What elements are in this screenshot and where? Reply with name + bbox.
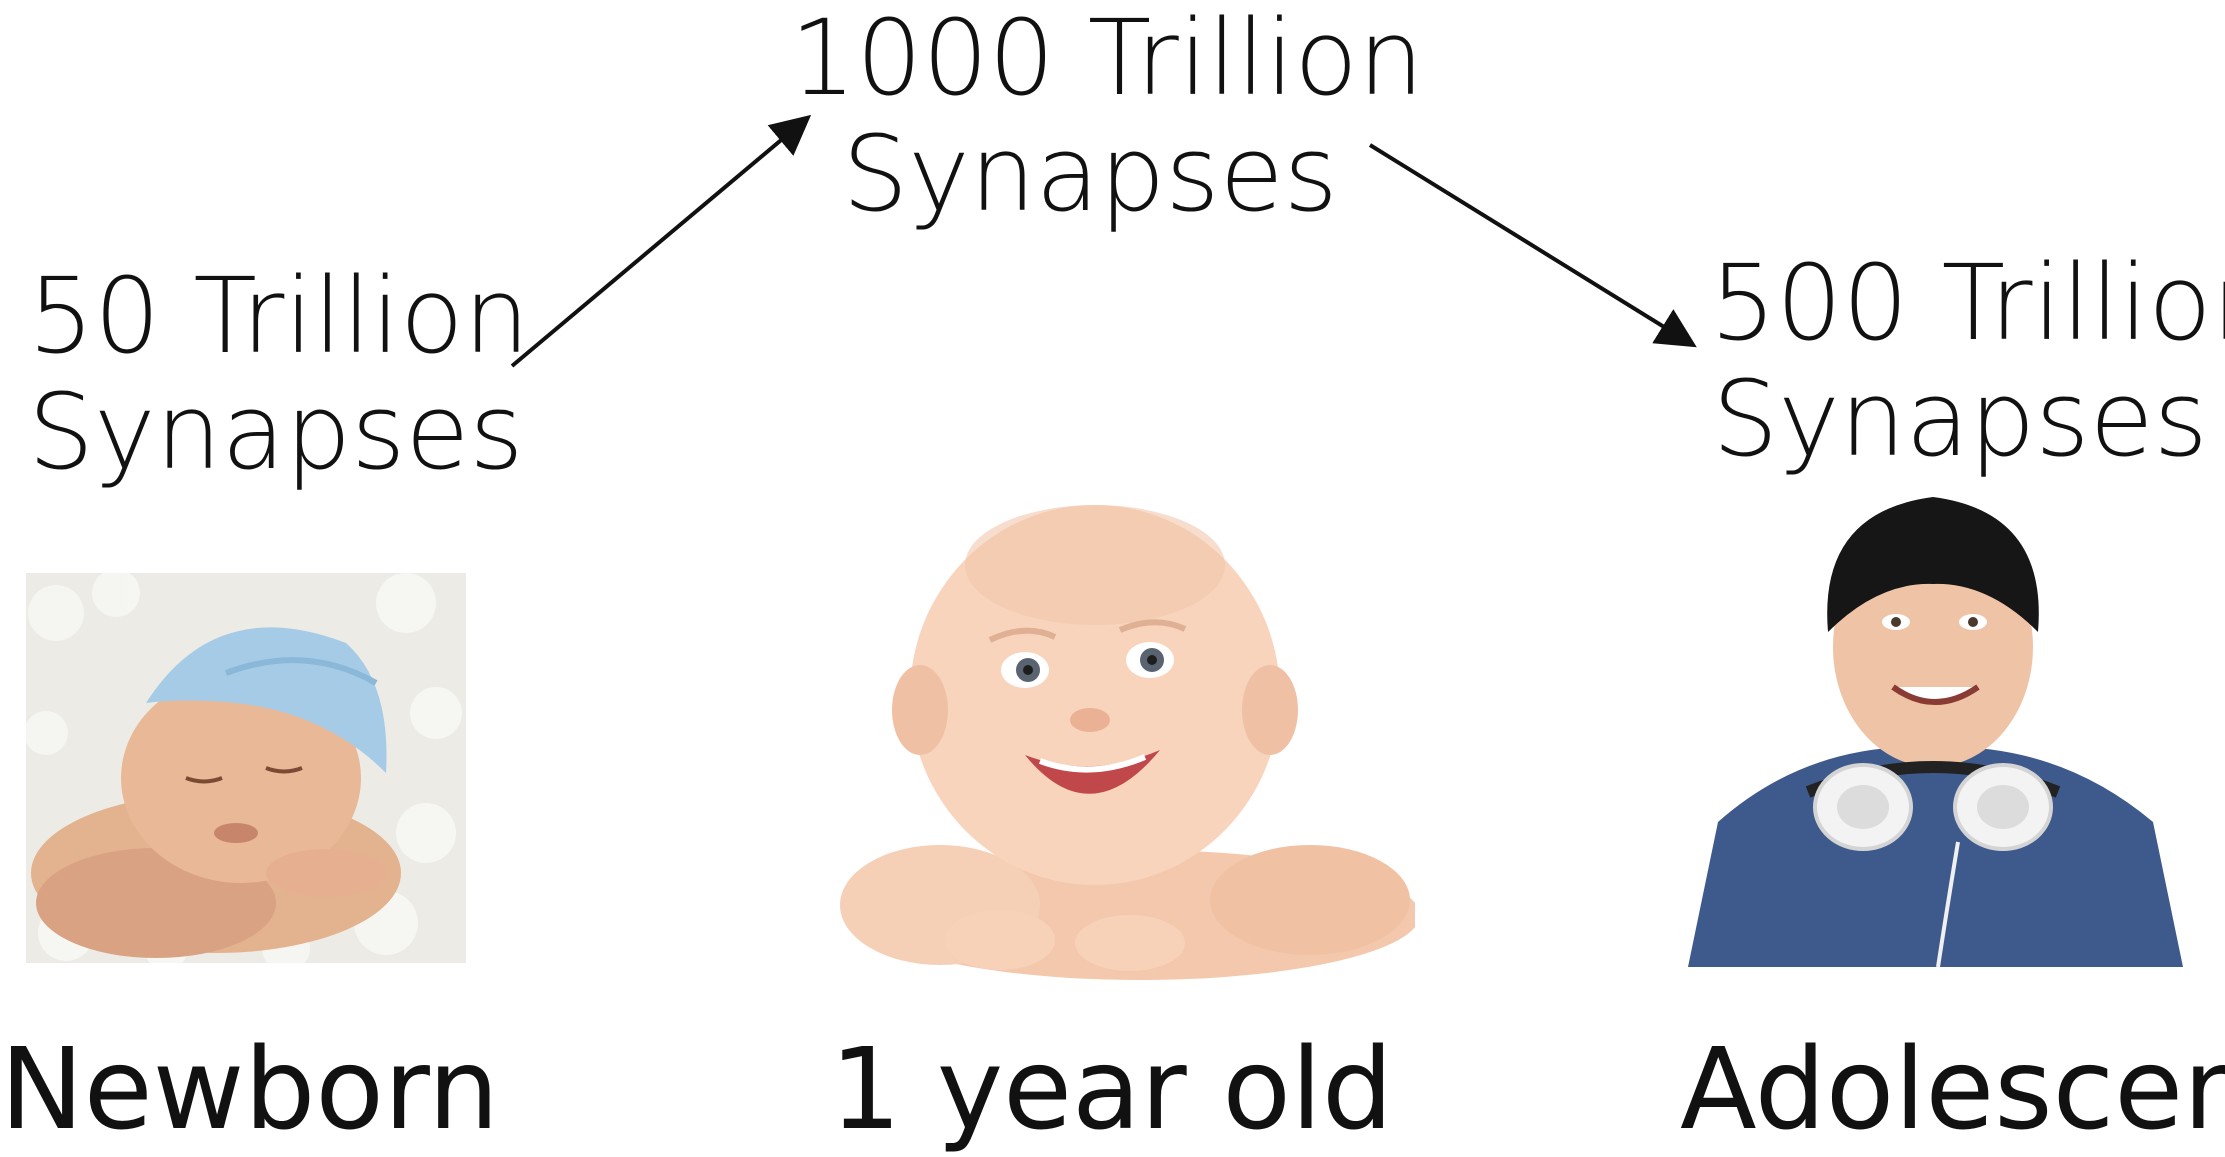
one-year-count-unit: Synapses [790,116,1390,232]
teen-with-headphones-icon [1688,492,2183,967]
newborn-count-value: 50 Trillion [28,258,508,374]
arrow-one-year-to-adolescent [1370,145,1690,343]
smiling-baby-icon [840,495,1415,980]
one-year-synapse-count: 1000 Trillion Synapses [790,0,1390,232]
sleeping-newborn-icon [26,573,466,963]
adolescent-photo [1688,492,2183,967]
adolescent-synapse-count: 500 Trillion Synapses [1710,245,2210,477]
adolescent-label: Adolescent [1680,1030,2220,1150]
one-year-old-photo [840,495,1415,980]
one-year-count-value: 1000 Trillion [790,0,1390,116]
adolescent-count-unit: Synapses [1710,361,2210,477]
newborn-photo [26,573,466,963]
newborn-label: Newborn [0,1030,420,1150]
arrow-newborn-to-one-year [512,120,805,366]
newborn-count-unit: Synapses [28,374,508,490]
newborn-synapse-count: 50 Trillion Synapses [28,258,508,490]
adolescent-count-value: 500 Trillion [1710,245,2210,361]
one-year-old-label: 1 year old [830,1030,1390,1150]
